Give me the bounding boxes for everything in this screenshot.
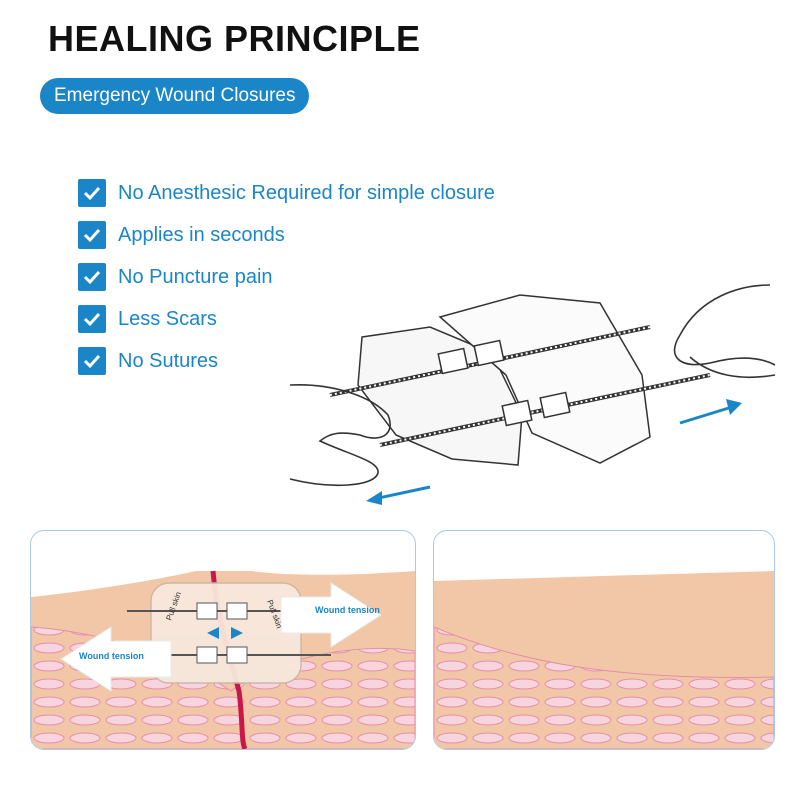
before-panel: Wound tension Wound tension Pull skin Pu…: [30, 530, 416, 750]
feature-label: Less Scars: [118, 307, 217, 330]
list-item: Less Scars: [78, 298, 495, 340]
arrow-right-icon: [679, 399, 742, 425]
arrow-right-icon: [280, 582, 382, 648]
feature-list: No Anesthesic Required for simple closur…: [78, 172, 495, 382]
page-title: HEALING PRINCIPLE: [48, 18, 421, 59]
checkbox-check-icon: [78, 263, 106, 291]
checkbox-check-icon: [78, 221, 106, 249]
hand-left-icon: [289, 383, 391, 487]
list-item: No Anesthesic Required for simple closur…: [78, 172, 495, 214]
checkbox-check-icon: [78, 179, 106, 207]
closure-device-illustration: [289, 284, 776, 505]
feature-label: Applies in seconds: [118, 223, 285, 246]
subtitle-badge: Emergency Wound Closures: [40, 78, 310, 114]
list-item: Applies in seconds: [78, 214, 495, 256]
list-item: No Sutures: [78, 340, 495, 382]
healed-skin-illustration: [434, 571, 774, 749]
list-item: No Puncture pain: [78, 256, 495, 298]
checkbox-check-icon: [78, 305, 106, 333]
arrow-left-icon: [366, 485, 431, 505]
feature-label: No Sutures: [118, 349, 219, 372]
feature-label: No Anesthesic Required for simple closur…: [118, 181, 495, 204]
feature-label: No Puncture pain: [118, 265, 273, 288]
wound-tension-label: Wound tension: [315, 605, 380, 615]
arrow-left-icon: [60, 626, 172, 692]
after-panel: [433, 530, 775, 750]
skin-wound-illustration: Wound tension Wound tension Pull skin Pu…: [31, 570, 415, 749]
wound-tension-label: Wound tension: [79, 651, 144, 661]
checkbox-check-icon: [78, 347, 106, 375]
hand-right-icon: [673, 284, 776, 378]
closure-device-icon: [329, 294, 711, 466]
